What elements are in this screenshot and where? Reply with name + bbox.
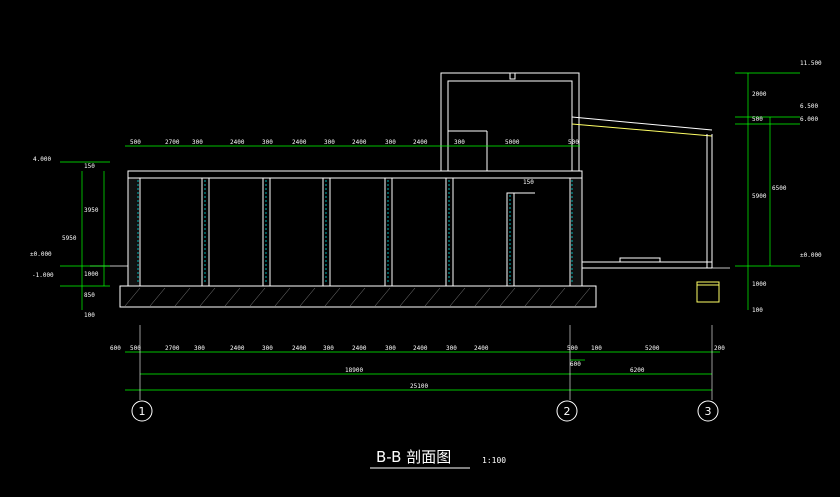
foundation-slab <box>119 285 597 308</box>
axis-bubble-2: 2 <box>556 400 578 422</box>
dim-total-2: 6200 <box>630 367 645 374</box>
dim-bottom-8: 2400 <box>352 345 367 352</box>
level-left-2: -1.000 <box>32 272 54 279</box>
dim-bottom-7: 300 <box>323 345 334 352</box>
level-left-1: ±0.000 <box>30 251 52 258</box>
dim-left-v-2: 5950 <box>62 235 77 242</box>
dim-top-4: 300 <box>262 139 273 146</box>
dim-top-8: 300 <box>385 139 396 146</box>
dim-right-v-0: 2000 <box>752 91 767 98</box>
level-right-3: ±0.000 <box>800 252 822 259</box>
dim-top-9: 2400 <box>413 139 428 146</box>
dim-top-0: 500 <box>130 139 141 146</box>
dim-right-v-4: 1000 <box>752 281 767 288</box>
dim-left-v-1: 3950 <box>84 207 99 214</box>
dim-top-12: 500 <box>568 139 579 146</box>
rebar-lines <box>137 180 573 284</box>
dim-top-11: 5000 <box>505 139 520 146</box>
dim-left-v-0: 150 <box>84 163 95 170</box>
dim-bottom-13: 500 <box>567 345 578 352</box>
dim-total-0: 18900 <box>345 367 363 374</box>
dims-bottom: 600 500 2700 300 2400 300 2400 300 2400 … <box>110 345 725 352</box>
dim-right-v-3: 6500 <box>772 185 787 192</box>
dim-bottom-1: 500 <box>130 345 141 352</box>
drawing-scale: 1:100 <box>482 456 506 465</box>
dim-right-v-1: 500 <box>752 116 763 123</box>
dim-bottom-0: 600 <box>110 345 121 352</box>
dim-right-v-5: 100 <box>752 307 763 314</box>
upper-structure <box>440 72 580 172</box>
dim-top-6: 300 <box>324 139 335 146</box>
dim-bottom-10: 2400 <box>413 345 428 352</box>
axis-label-3: 3 <box>705 405 712 418</box>
dim-top-2: 300 <box>192 139 203 146</box>
dimension-lines <box>60 72 800 391</box>
dim-bottom-16: 200 <box>714 345 725 352</box>
axis-bubble-1: 1 <box>131 400 153 422</box>
dim-total-3: 25100 <box>410 383 428 390</box>
dim-bottom-3: 300 <box>194 345 205 352</box>
axis-label-1: 1 <box>139 405 146 418</box>
dim-bottom-9: 300 <box>385 345 396 352</box>
dim-right-v-2: 5900 <box>752 193 767 200</box>
tank-walls <box>127 170 583 287</box>
canopy <box>571 116 720 303</box>
dim-left-v-4: 850 <box>84 292 95 299</box>
dim-bottom-6: 2400 <box>292 345 307 352</box>
dim-bottom-5: 300 <box>262 345 273 352</box>
level-right-1: 6.500 <box>800 103 818 110</box>
dim-bottom-2: 2700 <box>165 345 180 352</box>
dim-bottom-14: 100 <box>591 345 602 352</box>
dim-bottom-12: 2400 <box>474 345 489 352</box>
level-right-2: 6.000 <box>800 116 818 123</box>
dims-top: 500 2700 300 2400 300 2400 300 2400 300 … <box>130 139 579 146</box>
dim-left-v-3: 1000 <box>84 271 99 278</box>
level-left-0: 4.000 <box>33 156 51 163</box>
dim-top-5: 2400 <box>292 139 307 146</box>
axis-label-2: 2 <box>564 405 571 418</box>
drawing-title: B-B 剖面图 <box>376 448 451 466</box>
dim-bottom-11: 300 <box>446 345 457 352</box>
dim-bottom-15: 5200 <box>645 345 660 352</box>
dim-top-1: 2700 <box>165 139 180 146</box>
axis-bubble-3: 3 <box>697 400 719 422</box>
dim-left-v-5: 100 <box>84 312 95 319</box>
axis-lines <box>139 325 713 400</box>
dim-bottom-4: 2400 <box>230 345 245 352</box>
dim-small: 150 <box>523 179 534 186</box>
dim-total-1: 600 <box>570 361 581 368</box>
dim-top-3: 2400 <box>230 139 245 146</box>
dim-top-10: 300 <box>454 139 465 146</box>
level-right-0: 11.500 <box>800 60 822 67</box>
dim-top-7: 2400 <box>352 139 367 146</box>
